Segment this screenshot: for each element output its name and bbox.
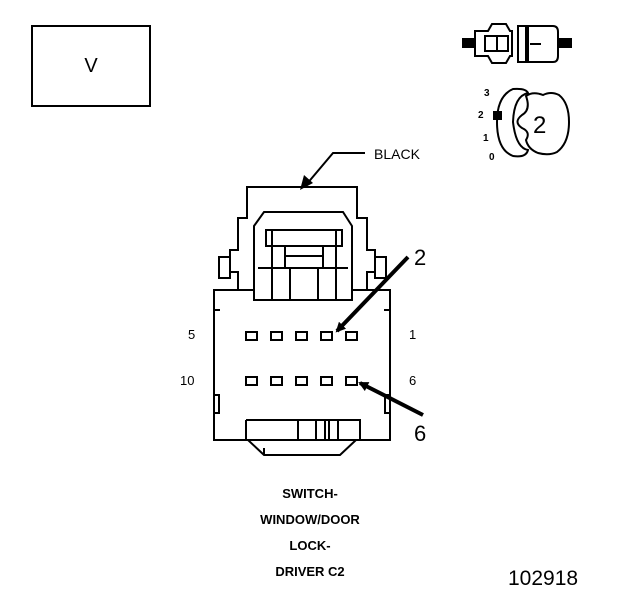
- cavity-10: [245, 376, 258, 386]
- wire-leader-line: [305, 152, 365, 186]
- caption-line-1: SWITCH-: [282, 486, 338, 501]
- view-letter: V: [84, 55, 98, 77]
- cavity-3: [295, 331, 308, 341]
- caption-line-4: DRIVER C2: [275, 564, 345, 579]
- cavity-row-bottom: [245, 376, 358, 386]
- wire-leader-arrowhead: [300, 175, 313, 190]
- cavity-2: [320, 331, 333, 341]
- callout-arrow-6: [358, 381, 424, 417]
- cavity-4: [270, 331, 283, 341]
- cavity-label-1: 1: [409, 327, 417, 342]
- position-indicator-icon: [493, 87, 571, 158]
- cavity-9: [270, 376, 283, 386]
- cavity-row-top: [245, 331, 358, 341]
- callout-number-2: 2: [414, 245, 427, 270]
- position-scale-0: 0: [489, 152, 495, 163]
- callout-number-6: 6: [414, 421, 427, 446]
- cavity-label-6: 6: [409, 373, 417, 388]
- cavity-8: [295, 376, 308, 386]
- cavity-6: [345, 376, 358, 386]
- cavity-1: [345, 331, 358, 341]
- connector-caption: SWITCH- WINDOW/DOOR LOCK- DRIVER C2: [210, 481, 410, 585]
- position-scale-3: 3: [484, 88, 490, 99]
- position-badge: 2: [533, 112, 547, 139]
- position-scale-2: 2: [478, 110, 484, 121]
- caption-line-3: LOCK-: [289, 538, 331, 553]
- view-label-box: V: [31, 25, 151, 107]
- caption-line-2: WINDOW/DOOR: [260, 512, 360, 527]
- connector-mating-icon: [462, 23, 572, 64]
- cavity-7: [320, 376, 333, 386]
- cavity-label-5: 5: [188, 327, 196, 342]
- cavity-label-10: 10: [180, 373, 195, 388]
- cavity-5: [245, 331, 258, 341]
- callout-arrow-2: [335, 255, 410, 333]
- connector-body: [213, 186, 391, 456]
- wire-color-label: BLACK: [374, 146, 420, 162]
- position-scale-1: 1: [483, 133, 489, 144]
- figure-number: 102918: [508, 567, 579, 590]
